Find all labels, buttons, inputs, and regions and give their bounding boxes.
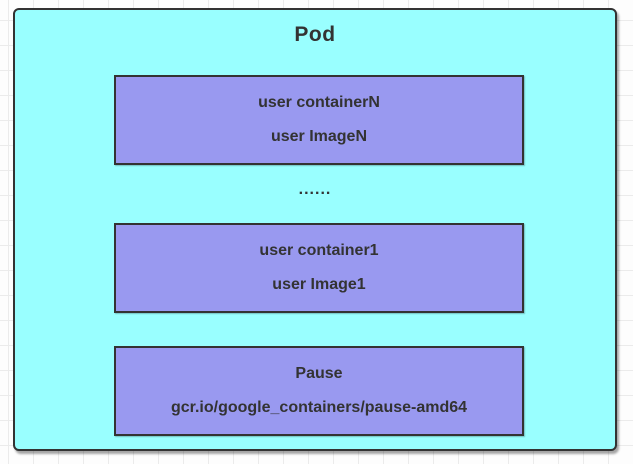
container-box-n: user containerN user ImageN xyxy=(114,75,524,165)
container-n-image: user ImageN xyxy=(270,128,368,146)
pod-title: Pod xyxy=(294,23,336,46)
container-box-1: user container1 user Image1 xyxy=(114,223,524,313)
pause-image: gcr.io/google_containers/pause-amd64 xyxy=(170,399,468,417)
pod-box: Pod user containerN user ImageN ...... u… xyxy=(13,8,617,451)
container-box-pause: Pause gcr.io/google_containers/pause-amd… xyxy=(114,346,524,436)
pause-name: Pause xyxy=(295,364,343,382)
container-1-name: user container1 xyxy=(259,241,379,259)
container-1-image: user Image1 xyxy=(272,276,366,294)
container-n-name: user containerN xyxy=(258,93,380,111)
ellipsis-text: ...... xyxy=(298,181,332,198)
